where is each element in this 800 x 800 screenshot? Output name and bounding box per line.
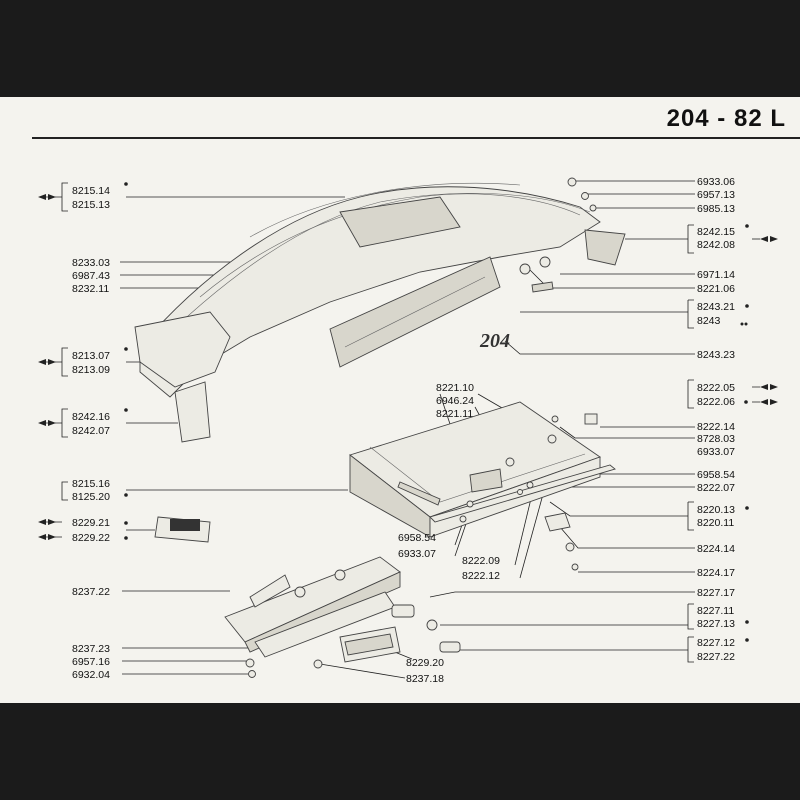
label-8242-08: 8242.08 xyxy=(697,239,735,251)
label-8224-17: 8224.17 xyxy=(697,567,735,579)
label-8213-07: 8213.07 xyxy=(72,350,110,362)
label-6987-43: 6987.43 xyxy=(72,270,110,282)
label-8229-20: 8229.20 xyxy=(406,657,444,669)
label-6957-13: 6957.13 xyxy=(697,189,735,201)
label-8242-16: 8242.16 xyxy=(72,411,110,423)
label-8215-16: 8215.16 xyxy=(72,478,110,490)
label-8224-14: 8224.14 xyxy=(697,543,735,555)
right-labels: 6933.06 6957.13 6985.13 8242.15 8242.08 … xyxy=(697,176,735,663)
label-6958-54-right: 6958.54 xyxy=(697,469,735,481)
label-6933-06: 6933.06 xyxy=(697,176,735,188)
label-6971-14: 6971.14 xyxy=(697,269,735,281)
label-8125-20: 8125.20 xyxy=(72,491,110,503)
label-8215-14: 8215.14 xyxy=(72,185,110,197)
parts-diagram-page: 204 - 82 L xyxy=(0,97,800,703)
label-8243: 8243 xyxy=(697,315,721,327)
left-labels: 8215.14 8215.13 8233.03 6987.43 8232.11 … xyxy=(72,185,110,681)
label-8233-03: 8233.03 xyxy=(72,257,110,269)
label-8242-15: 8242.15 xyxy=(697,226,735,238)
page-title: 204 - 82 L xyxy=(666,105,786,132)
label-6933-07-left: 6933.07 xyxy=(398,548,436,560)
lower-console xyxy=(224,556,461,678)
label-8222-14: 8222.14 xyxy=(697,421,735,433)
center-labels: 8221.10 6946.24 8221.11 6958.54 6933.07 … xyxy=(398,382,500,685)
dashboard-assembly: 204 xyxy=(134,177,626,443)
label-8222-07: 8222.07 xyxy=(697,482,735,494)
label-8220-13: 8220.13 xyxy=(697,504,735,516)
label-8229-22: 8229.22 xyxy=(72,532,110,544)
label-6932-04: 6932.04 xyxy=(72,669,110,681)
label-8220-11: 8220.11 xyxy=(697,517,734,529)
label-8227-11: 8227.11 xyxy=(697,605,734,617)
dot-marker-icon xyxy=(124,182,749,642)
label-8728-03: 8728.03 xyxy=(697,433,735,445)
label-8221-11: 8221.11 xyxy=(436,408,473,420)
label-8221-10: 8221.10 xyxy=(436,382,474,394)
label-8232-11: 8232.11 xyxy=(72,283,109,295)
label-8222-06: 8222.06 xyxy=(697,396,735,408)
badge-204: 204 xyxy=(479,330,510,352)
label-8227-22: 8227.22 xyxy=(697,651,735,663)
label-8229-21: 8229.21 xyxy=(72,517,110,529)
label-8243-21: 8243.21 xyxy=(697,301,735,313)
glove-box-assembly xyxy=(349,401,616,571)
switch-block xyxy=(154,516,211,543)
label-6958-54-left: 6958.54 xyxy=(398,532,436,544)
label-8221-06: 8221.06 xyxy=(697,283,735,295)
double-arrow-icon xyxy=(38,194,778,540)
label-8227-17: 8227.17 xyxy=(697,587,735,599)
label-8237-23: 8237.23 xyxy=(72,643,110,655)
label-8243-23: 8243.23 xyxy=(697,349,735,361)
label-6957-16: 6957.16 xyxy=(72,656,110,668)
label-6933-07-right: 6933.07 xyxy=(697,446,735,458)
label-8222-12: 8222.12 xyxy=(462,570,500,582)
label-8213-09: 8213.09 xyxy=(72,364,110,376)
label-8222-09: 8222.09 xyxy=(462,555,500,567)
label-6946-24: 6946.24 xyxy=(436,395,474,407)
label-8237-18: 8237.18 xyxy=(406,673,444,685)
label-8227-13: 8227.13 xyxy=(697,618,735,630)
label-8237-22: 8237.22 xyxy=(72,586,110,598)
label-8227-12: 8227.12 xyxy=(697,637,735,649)
label-6985-13: 6985.13 xyxy=(697,203,735,215)
label-8215-13: 8215.13 xyxy=(72,199,110,211)
label-8222-05: 8222.05 xyxy=(697,382,735,394)
header-rule xyxy=(32,137,800,139)
label-8242-07: 8242.07 xyxy=(72,425,110,437)
exploded-view-drawing: 204 xyxy=(38,176,778,685)
